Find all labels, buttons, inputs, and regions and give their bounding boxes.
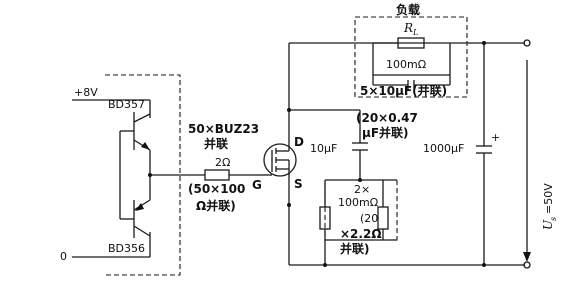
transistor-bd357 [120,112,151,151]
drain-label: D [294,135,304,149]
bd357-label: BD357 [108,98,145,111]
transistor-bd356 [120,199,151,238]
rl-label: R [403,21,413,35]
mosfet-buz23: D G S [252,110,304,205]
plus8v-label: +8V [74,86,98,99]
load-cap-label: 5×10μF(并联) [360,83,447,98]
load-section: 负载 R L 100mΩ 5×10μF(并联) [354,2,468,98]
supply-terminals: U s =50V [523,39,558,269]
src2-label-3: 并联) [340,241,370,256]
terminal-top [523,39,531,47]
bd356-label: BD356 [108,242,145,255]
gate-r-parallel-2: Ω并联) [196,198,236,213]
cap10-label: 10μF [310,142,337,155]
source-label: S [294,177,303,191]
load-dashed-box [354,16,468,98]
gate-label: G [252,178,262,192]
rl-resistor [397,37,425,49]
cap1000-label: 1000μF [423,142,464,155]
gate-resistor: 2Ω 50×BUZ23 并联 (50×100 Ω并联) [188,122,259,213]
src1-label-1: 2× [354,183,370,196]
gate-r-parallel-1: (50×100 [188,182,245,196]
bulk-capacitor: 1000μF + [423,41,500,267]
us-value: =50V [542,183,555,214]
load-title: 负载 [396,2,420,17]
plus-sign: + [491,131,500,144]
us-sub: s [549,217,558,221]
rl-sub: L [412,28,418,37]
zero-label: 0 [60,250,67,263]
snubber-cap: 10μF (20×0.47 μF并联) [310,111,418,155]
driver-dashed-box [105,74,181,276]
mosfet-count-label: 50×BUZ23 [188,122,259,136]
cap047-label-1: (20×0.47 [356,111,418,125]
cap047-label-2: μF并联) [362,125,409,140]
r100-label: 100mΩ [386,58,426,71]
gate-r-label: 2Ω [215,156,230,169]
src2-label-2: ×2.2Ω [340,227,382,241]
mosfet-parallel-label: 并联 [204,136,228,151]
src1-label-2: 100mΩ [338,196,378,209]
source-resistors: 2× 100mΩ (20 ×2.2Ω 并联) [319,179,398,267]
us-label: U [541,219,555,230]
driver-section: +8V BD357 BD356 0 [60,74,205,276]
src2-label-1: (20 [360,212,378,225]
